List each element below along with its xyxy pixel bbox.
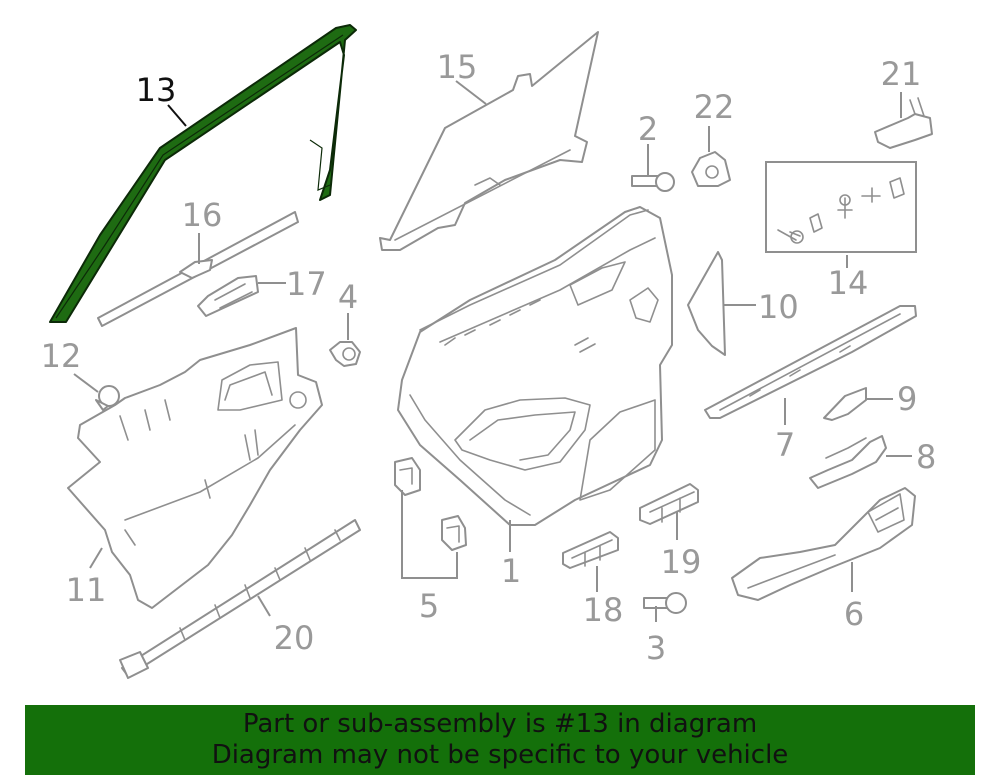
callout-22: 22 bbox=[694, 88, 735, 126]
callout-labels: 1 2 3 4 5 6 7 8 9 10 11 12 13 14 15 16 1… bbox=[41, 48, 937, 667]
callout-13: 13 bbox=[136, 71, 177, 109]
callout-1: 1 bbox=[501, 552, 521, 590]
part-16-molding-strip[interactable] bbox=[97, 211, 299, 327]
callout-18: 18 bbox=[583, 591, 624, 629]
callout-11: 11 bbox=[66, 571, 107, 609]
part-5-clips[interactable] bbox=[394, 457, 467, 551]
part-17-clip[interactable] bbox=[197, 275, 259, 317]
callout-6: 6 bbox=[844, 595, 864, 633]
info-banner: Part or sub-assembly is #13 in diagram D… bbox=[25, 705, 975, 775]
part-2-bolt[interactable] bbox=[631, 172, 675, 192]
part-20-harness[interactable] bbox=[119, 519, 361, 679]
callout-3: 3 bbox=[646, 629, 666, 667]
callout-15: 15 bbox=[437, 48, 478, 86]
part-1-door-trim-panel[interactable] bbox=[397, 206, 673, 526]
callout-20: 20 bbox=[274, 619, 315, 657]
callout-8: 8 bbox=[916, 438, 936, 476]
part-12-push-pin[interactable] bbox=[95, 385, 120, 411]
part-6-armrest[interactable] bbox=[731, 487, 916, 601]
callout-16: 16 bbox=[182, 196, 223, 234]
part-7-armrest-trim[interactable] bbox=[704, 305, 917, 419]
part-11-inner-panel[interactable] bbox=[67, 327, 323, 609]
part-18-clip[interactable] bbox=[562, 531, 619, 569]
callout-9: 9 bbox=[897, 380, 917, 418]
banner-line-2: Diagram may not be specific to your vehi… bbox=[211, 740, 789, 770]
callout-12: 12 bbox=[41, 337, 82, 375]
part-4-grommet[interactable] bbox=[329, 341, 361, 367]
part-14-hardware-kit[interactable] bbox=[765, 161, 917, 253]
part-19-clip[interactable] bbox=[639, 483, 699, 525]
banner-line-1: Part or sub-assembly is #13 in diagram bbox=[242, 709, 758, 739]
callout-19: 19 bbox=[661, 543, 702, 581]
part-10-trim-piece[interactable] bbox=[687, 251, 726, 356]
part-13-window-channel[interactable] bbox=[49, 24, 357, 323]
callout-17: 17 bbox=[286, 265, 327, 303]
callout-10: 10 bbox=[758, 288, 799, 326]
part-3-bolt[interactable] bbox=[643, 592, 687, 614]
part-22-cap[interactable] bbox=[691, 151, 731, 187]
part-8-handle[interactable] bbox=[809, 435, 887, 489]
callout-4: 4 bbox=[338, 278, 358, 316]
part-21-sensor[interactable] bbox=[874, 97, 933, 149]
callout-14: 14 bbox=[828, 264, 869, 302]
leader-lines bbox=[73, 80, 912, 622]
callout-2: 2 bbox=[638, 110, 658, 148]
part-15-water-shield[interactable] bbox=[379, 31, 599, 251]
callout-7: 7 bbox=[775, 426, 795, 464]
callout-21: 21 bbox=[881, 55, 922, 93]
callout-5: 5 bbox=[419, 587, 439, 625]
part-9-bezel[interactable] bbox=[823, 387, 867, 421]
